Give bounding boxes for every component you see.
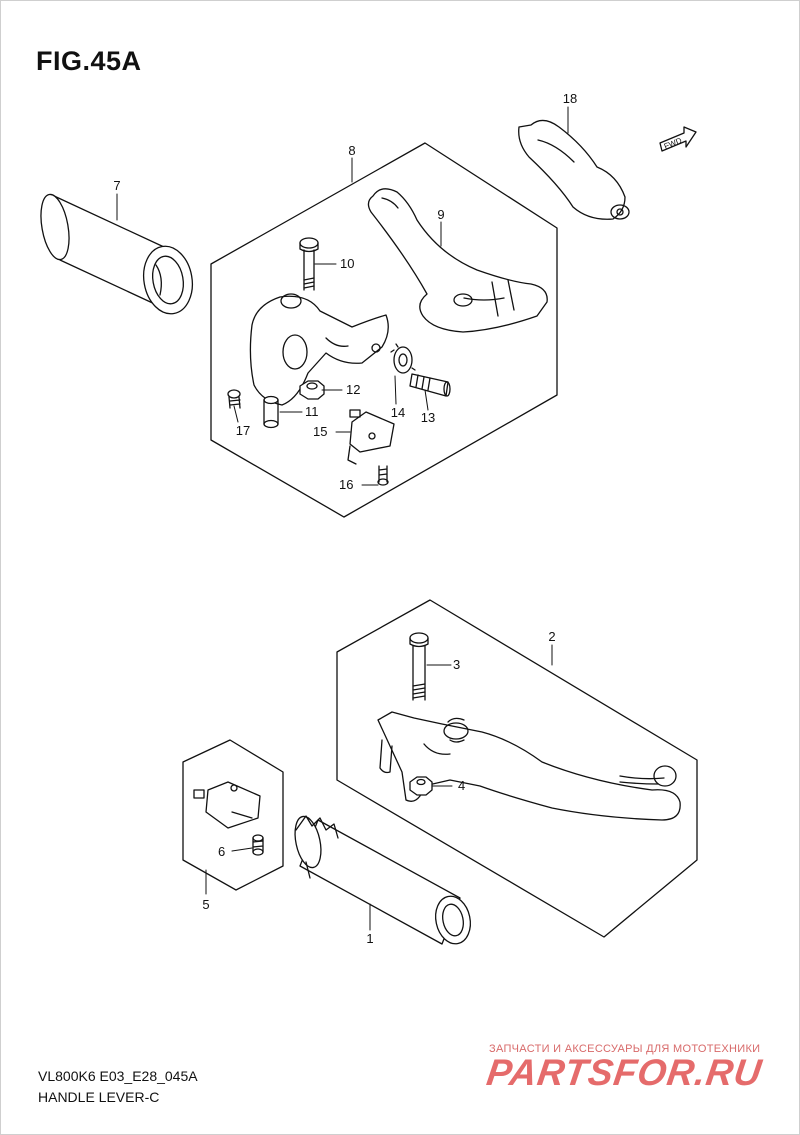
assembly-outline-8	[210, 142, 558, 518]
callout-13: 13	[421, 410, 435, 425]
watermark-tagline: ЗАПЧАСТИ И АКСЕССУАРЫ ДЛЯ МОТОТЕХНИКИ	[489, 1043, 761, 1055]
callout-8: 8	[348, 143, 355, 158]
part-17-screw	[227, 389, 241, 409]
leader-lines	[116, 106, 569, 931]
callout-12: 12	[346, 382, 360, 397]
callout-11: 11	[305, 404, 319, 419]
figure-title: FIG.45A	[36, 46, 142, 76]
callout-4: 4	[458, 778, 465, 793]
fwd-direction-arrow: FWD	[659, 126, 697, 152]
part-2-brake-lever	[377, 711, 681, 821]
callout-16: 16	[339, 477, 353, 492]
part-6-switch-screw	[252, 834, 264, 856]
part-16-switch-screw	[377, 465, 389, 486]
part-7-left-grip	[40, 193, 194, 315]
callout-7: 7	[113, 178, 120, 193]
part-1-throttle-grip	[294, 815, 472, 945]
part-15-clutch-switch	[347, 409, 395, 465]
part-4-nut	[409, 776, 433, 796]
callout-15: 15	[313, 424, 327, 439]
diagram-code: VL800K6 E03_E28_045A	[38, 1068, 198, 1084]
part-11-collar	[263, 395, 279, 429]
part-13-adjuster	[409, 373, 451, 397]
callout-5: 5	[202, 897, 209, 912]
part-14-locknut	[390, 343, 416, 374]
callout-numbers: 7 8 9 18 10 12 11 17 14 13 15 16 3 2 4 6…	[113, 91, 577, 946]
callout-17: 17	[236, 423, 250, 438]
callout-18: 18	[563, 91, 577, 106]
watermark-logo: PARTSFOR.RU	[484, 1052, 765, 1093]
part-18-lever-boot	[518, 119, 630, 220]
part-8-lever-holder	[249, 293, 389, 406]
part-5-brake-switch	[193, 781, 261, 829]
part-9-clutch-lever	[367, 188, 548, 333]
callout-10: 10	[340, 256, 354, 271]
part-3-pivot-bolt	[409, 632, 429, 701]
part-10-pivot-bolt	[299, 237, 319, 291]
callout-9: 9	[437, 207, 444, 222]
callout-1: 1	[366, 931, 373, 946]
callout-6: 6	[218, 844, 225, 859]
assembly-outline-5	[182, 739, 284, 891]
callout-3: 3	[453, 657, 460, 672]
fwd-label: FWD	[663, 136, 683, 151]
assembly-outline-2	[336, 599, 698, 938]
callout-2: 2	[548, 629, 555, 644]
part-12-nut	[299, 380, 325, 400]
callout-14: 14	[391, 405, 405, 420]
diagram-name: HANDLE LEVER-C	[38, 1089, 160, 1105]
